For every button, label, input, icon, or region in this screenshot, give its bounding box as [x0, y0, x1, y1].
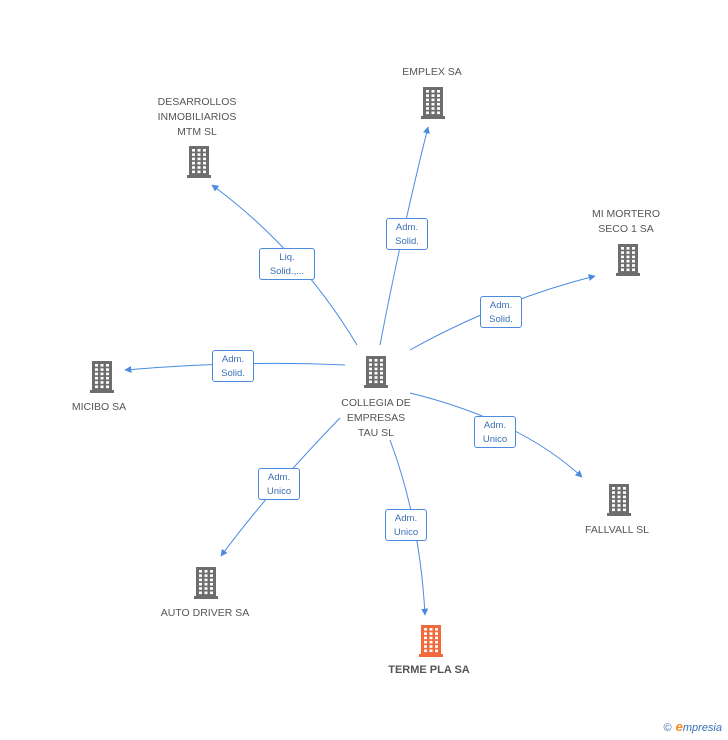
building-icon-mortero[interactable]: [616, 244, 640, 276]
node-label-line: MICIBO SA: [71, 401, 127, 413]
node-label-line: SECO 1 SA: [598, 223, 654, 235]
node-label-line: MTM SL: [177, 126, 217, 138]
node-label-desarrollos[interactable]: DESARROLLOS INMOBILIARIOS MTM SL: [158, 95, 237, 140]
building-icon-autodriver[interactable]: [194, 567, 218, 599]
brand-logo-e: e: [675, 719, 683, 734]
edge-label-line: Liq.: [279, 252, 295, 263]
edge-label-line: Solid.,...: [269, 266, 305, 277]
building-icon-desarrollos[interactable]: [187, 146, 211, 178]
building-icon-fallvall[interactable]: [607, 484, 631, 516]
building-icon-emplex[interactable]: [421, 87, 445, 119]
edge-label-micibo: Adm. Solid.: [212, 350, 254, 382]
building-icon-terme[interactable]: [419, 625, 443, 657]
node-label-line: FALLVALL SL: [584, 524, 650, 536]
edge-label-line: Solid.: [489, 314, 513, 325]
brand-name: mpresia: [682, 722, 722, 734]
node-label-line: COLLEGIA DE: [341, 397, 411, 409]
node-label-autodriver[interactable]: AUTO DRIVER SA: [161, 606, 250, 621]
edge-label-line: Adm.: [394, 513, 418, 524]
node-label-mortero[interactable]: MI MORTERO SECO 1 SA: [592, 207, 660, 237]
edge-label-desarrollos: Liq. Solid.,...: [259, 248, 315, 280]
building-icon-center[interactable]: [364, 356, 388, 388]
edge-label-line: Adm.: [395, 222, 419, 233]
edge-label-line: Adm.: [489, 300, 513, 311]
node-label-terme[interactable]: TERME PLA SA: [388, 663, 470, 678]
node-label-line: EMPLEX SA: [402, 66, 462, 78]
node-label-center[interactable]: COLLEGIA DE EMPRESAS TAU SL: [341, 396, 410, 441]
node-label-line: TERME PLA SA: [388, 664, 470, 676]
edge-label-line: Solid.: [395, 236, 419, 247]
edge-label-emplex: Adm. Solid.: [386, 218, 428, 250]
edge-label-line: Unico: [393, 527, 419, 538]
node-label-line: EMPRESAS: [346, 412, 406, 424]
node-label-emplex[interactable]: EMPLEX SA: [402, 65, 462, 80]
edge-label-line: Adm.: [267, 472, 291, 483]
edge-label-line: Adm.: [483, 420, 507, 431]
edge-label-terme: Adm. Unico: [385, 509, 427, 541]
node-label-line: MI MORTERO: [591, 208, 661, 220]
edge-label-mortero: Adm. Solid.: [480, 296, 522, 328]
edge-label-line: Unico: [482, 434, 508, 445]
node-label-micibo[interactable]: MICIBO SA: [72, 400, 126, 415]
node-label-line: TAU SL: [358, 427, 394, 439]
node-label-line: INMOBILIARIOS: [157, 111, 237, 123]
edge-label-autodriver: Adm. Unico: [258, 468, 300, 500]
edge-label-line: Unico: [266, 486, 292, 497]
node-label-line: DESARROLLOS: [157, 96, 237, 108]
edge-label-fallvall: Adm. Unico: [474, 416, 516, 448]
edge-label-line: Adm.: [221, 354, 245, 365]
node-label-fallvall[interactable]: FALLVALL SL: [585, 523, 649, 538]
edge-label-line: Solid.: [221, 368, 245, 379]
building-icon-micibo[interactable]: [90, 361, 114, 393]
node-label-line: AUTO DRIVER SA: [160, 607, 250, 619]
footer-brand: ©empresia: [664, 719, 722, 734]
copyright-symbol: ©: [663, 722, 672, 734]
